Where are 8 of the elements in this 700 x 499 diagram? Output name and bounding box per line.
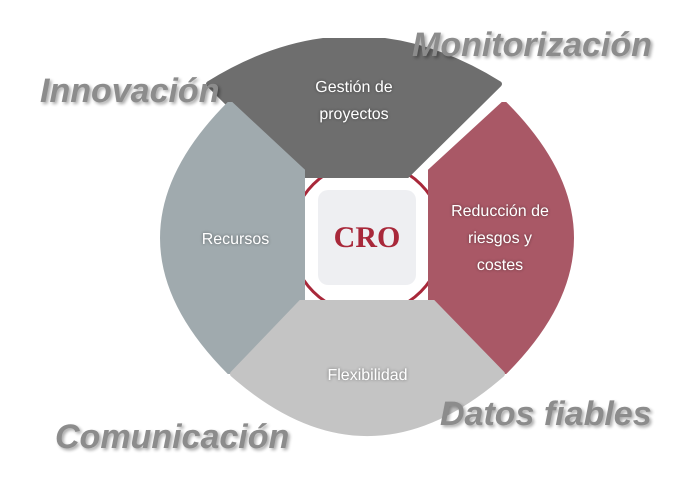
center-title: CRO xyxy=(334,220,400,254)
segment-label: Recursos xyxy=(200,230,270,250)
keyword-label: Datos fiables xyxy=(440,395,652,434)
keyword-label: Innovación xyxy=(40,72,220,111)
segment-label: Reducción de riesgos y costes xyxy=(450,202,550,276)
segment-label: Gestión de proyectos xyxy=(314,78,394,125)
keyword-label: Comunicación xyxy=(55,418,290,457)
segment-label: Flexibilidad xyxy=(326,366,409,386)
